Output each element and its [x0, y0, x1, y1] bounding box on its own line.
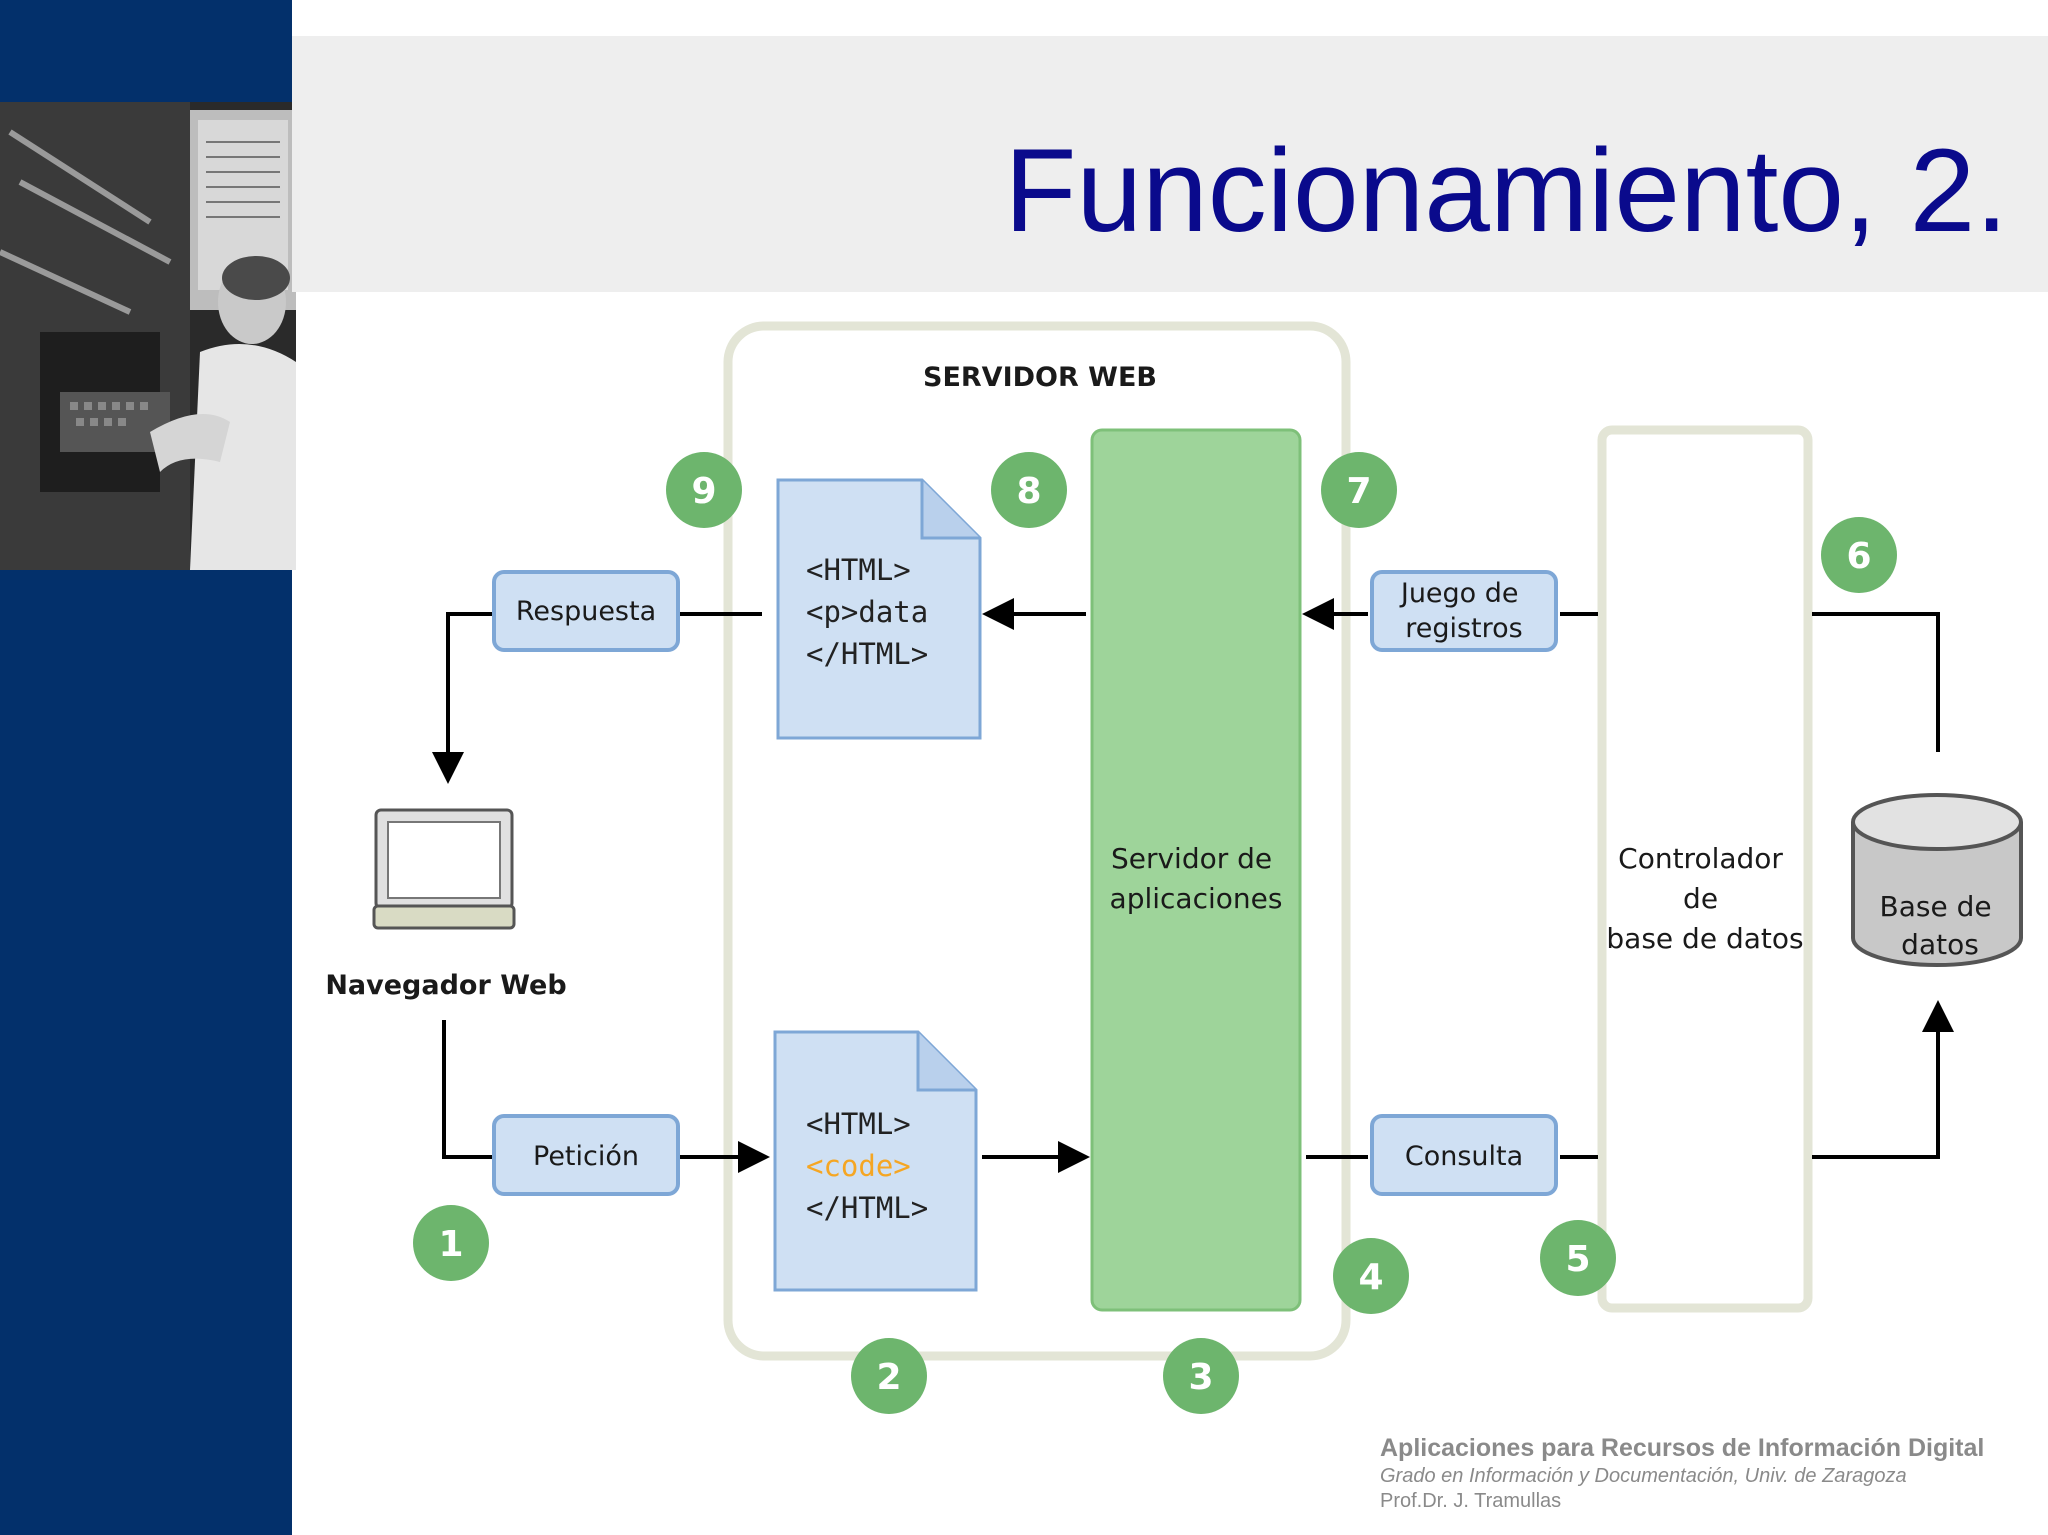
controller-to-db-arrow [1812, 1000, 1954, 1159]
db-controller-label: Controlador de base de datos [1606, 842, 1803, 955]
web-server-diagram: SERVIDOR WEB Servidor de aplicaciones Co… [325, 321, 2023, 1414]
database-icon [1851, 793, 2023, 967]
request-box [492, 1114, 680, 1196]
step-badge-1: 1 [413, 1205, 489, 1281]
svg-text:1: 1 [438, 1224, 463, 1265]
database-label: Base de datos [1880, 890, 2001, 961]
footer-degree: Grado en Información y Documentación, Un… [1380, 1465, 1907, 1487]
browser-to-request-line [442, 1020, 494, 1159]
footer-author: Prof.Dr. J. Tramullas [1380, 1490, 1562, 1512]
response-document-code: <HTML> <p>data </HTML> [806, 553, 946, 671]
request-document-code: <HTML> <code> </HTML> [806, 1107, 928, 1225]
step-badge-8: 8 [991, 452, 1067, 528]
svg-text:4: 4 [1358, 1257, 1383, 1298]
web-server-frame [723, 321, 1351, 1361]
web-server-title: SERVIDOR WEB [923, 362, 1157, 393]
step-badge-6: 6 [1821, 517, 1897, 593]
footer: Aplicaciones para Recursos de Informació… [1380, 1434, 1984, 1513]
title-band: Funcionamiento, 2. [292, 36, 2048, 292]
records-label: Juego de registros [1399, 578, 1527, 644]
app-server-box [1090, 428, 1302, 1312]
svg-text:8: 8 [1016, 471, 1041, 512]
step-badge-2: 2 [851, 1338, 927, 1414]
db-to-controller-line [1812, 612, 1940, 752]
typesetting-photo [0, 102, 296, 570]
app-server-label: Servidor de aplicaciones [1110, 842, 1283, 915]
svg-text:6: 6 [1846, 536, 1871, 577]
step-badge-7: 7 [1321, 452, 1397, 528]
query-label: Consulta [1405, 1141, 1523, 1172]
step-badge-3: 3 [1163, 1338, 1239, 1414]
request-label: Petición [533, 1141, 639, 1172]
svg-text:7: 7 [1346, 471, 1371, 512]
step-badge-4: 4 [1333, 1238, 1409, 1314]
db-controller-box [1597, 425, 1813, 1313]
laptop-icon [372, 808, 516, 930]
svg-text:2: 2 [876, 1357, 901, 1398]
response-to-browser-arrow [432, 612, 494, 784]
svg-text:9: 9 [691, 471, 716, 512]
response-label: Respuesta [516, 596, 656, 627]
step-badge-9: 9 [666, 452, 742, 528]
step-badge-5: 5 [1540, 1220, 1616, 1296]
records-box [1370, 570, 1558, 652]
svg-text:3: 3 [1188, 1357, 1213, 1398]
slide-title: Funcionamiento, 2. [1004, 125, 2008, 257]
footer-course: Aplicaciones para Recursos de Informació… [1380, 1434, 1985, 1462]
browser-label: Navegador Web [325, 970, 566, 1001]
svg-text:5: 5 [1565, 1239, 1590, 1280]
response-document-icon [776, 478, 982, 740]
query-box [1370, 1114, 1558, 1196]
response-box [492, 570, 680, 652]
request-document-icon [773, 1030, 978, 1292]
